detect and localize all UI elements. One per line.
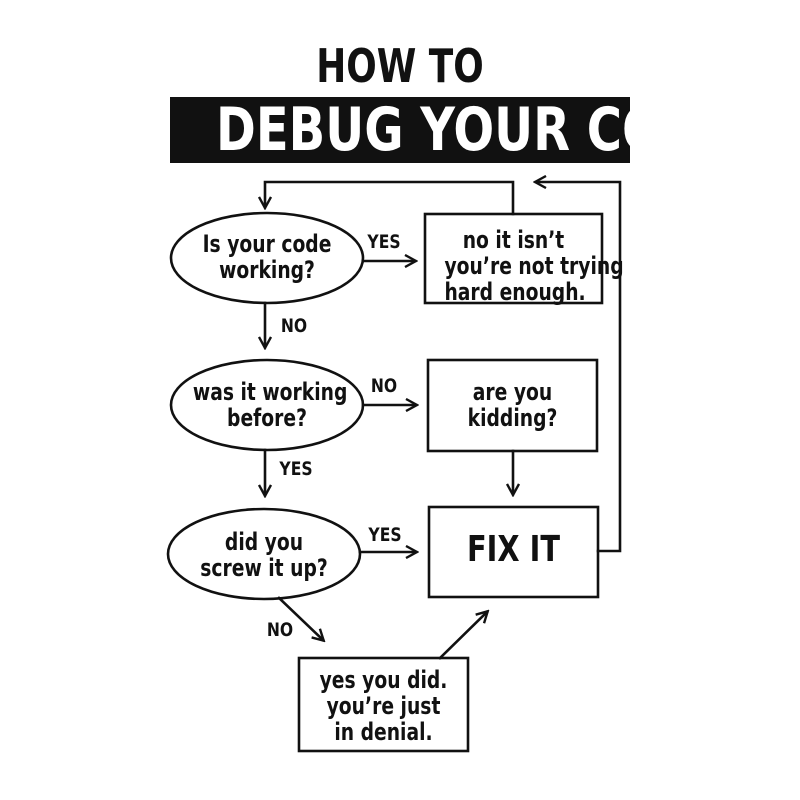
node-q-before-line-2: before? <box>227 403 307 432</box>
node-shape-q-working <box>169 211 365 305</box>
node-r-not-trying-line-3: hard enough. <box>444 277 586 306</box>
node-q-working-line-2: working? <box>219 255 315 284</box>
node-r-not-trying-line-2: you’re not trying <box>444 251 624 280</box>
node-r-denial-line-2: you’re just <box>326 691 441 720</box>
node-r-denial: yes you did. you’re just in denial. <box>318 666 450 746</box>
title-line-2: DEBUG YOUR CODE <box>216 95 736 165</box>
edge-label-before-yes: YES <box>279 458 313 480</box>
node-r-denial-line-1: yes you did. <box>319 666 448 694</box>
edge-label-screw-no: NO <box>266 619 294 641</box>
node-r-kidding-line-1: are you <box>472 378 553 406</box>
node-q-before-line-1: was it working <box>192 378 348 406</box>
node-shape-r-fix <box>427 505 600 599</box>
edge-not-trying-loop <box>265 180 515 216</box>
node-q-before: was it working before? <box>192 378 348 432</box>
node-q-screw-line-2: screw it up? <box>200 553 328 582</box>
edge-screw-no <box>277 596 323 640</box>
node-q-screw: did you screw it up? <box>194 528 334 582</box>
node-r-kidding-line-2: kidding? <box>467 403 558 432</box>
edge-denial-fix <box>438 612 487 660</box>
node-r-not-trying: no it isn’t you’re not trying hard enoug… <box>444 226 624 306</box>
node-r-not-trying-line-1: no it isn’t <box>462 226 565 254</box>
edge-label-before-no: NO <box>370 375 398 397</box>
node-shape-r-denial <box>297 656 470 753</box>
edge-label-screw-yes: YES <box>368 524 402 546</box>
node-q-working: Is your code working? <box>197 230 337 284</box>
edge-fix-loop <box>536 182 622 553</box>
node-r-denial-line-3: in denial. <box>334 717 433 746</box>
edge-label-working-no: NO <box>280 315 308 337</box>
node-q-working-line-1: Is your code <box>202 230 332 258</box>
node-r-fix: FIX IT <box>446 529 581 570</box>
node-r-fix-line-1: FIX IT <box>467 529 560 570</box>
node-r-kidding: are you kidding? <box>447 378 579 432</box>
node-shape-q-screw <box>166 507 362 601</box>
title-banner <box>170 97 630 163</box>
edge-label-working-yes: YES <box>367 231 401 253</box>
node-q-screw-line-1: did you <box>224 528 304 556</box>
node-shape-r-not-trying <box>423 212 604 305</box>
title-line-1: HOW TO <box>316 39 484 93</box>
